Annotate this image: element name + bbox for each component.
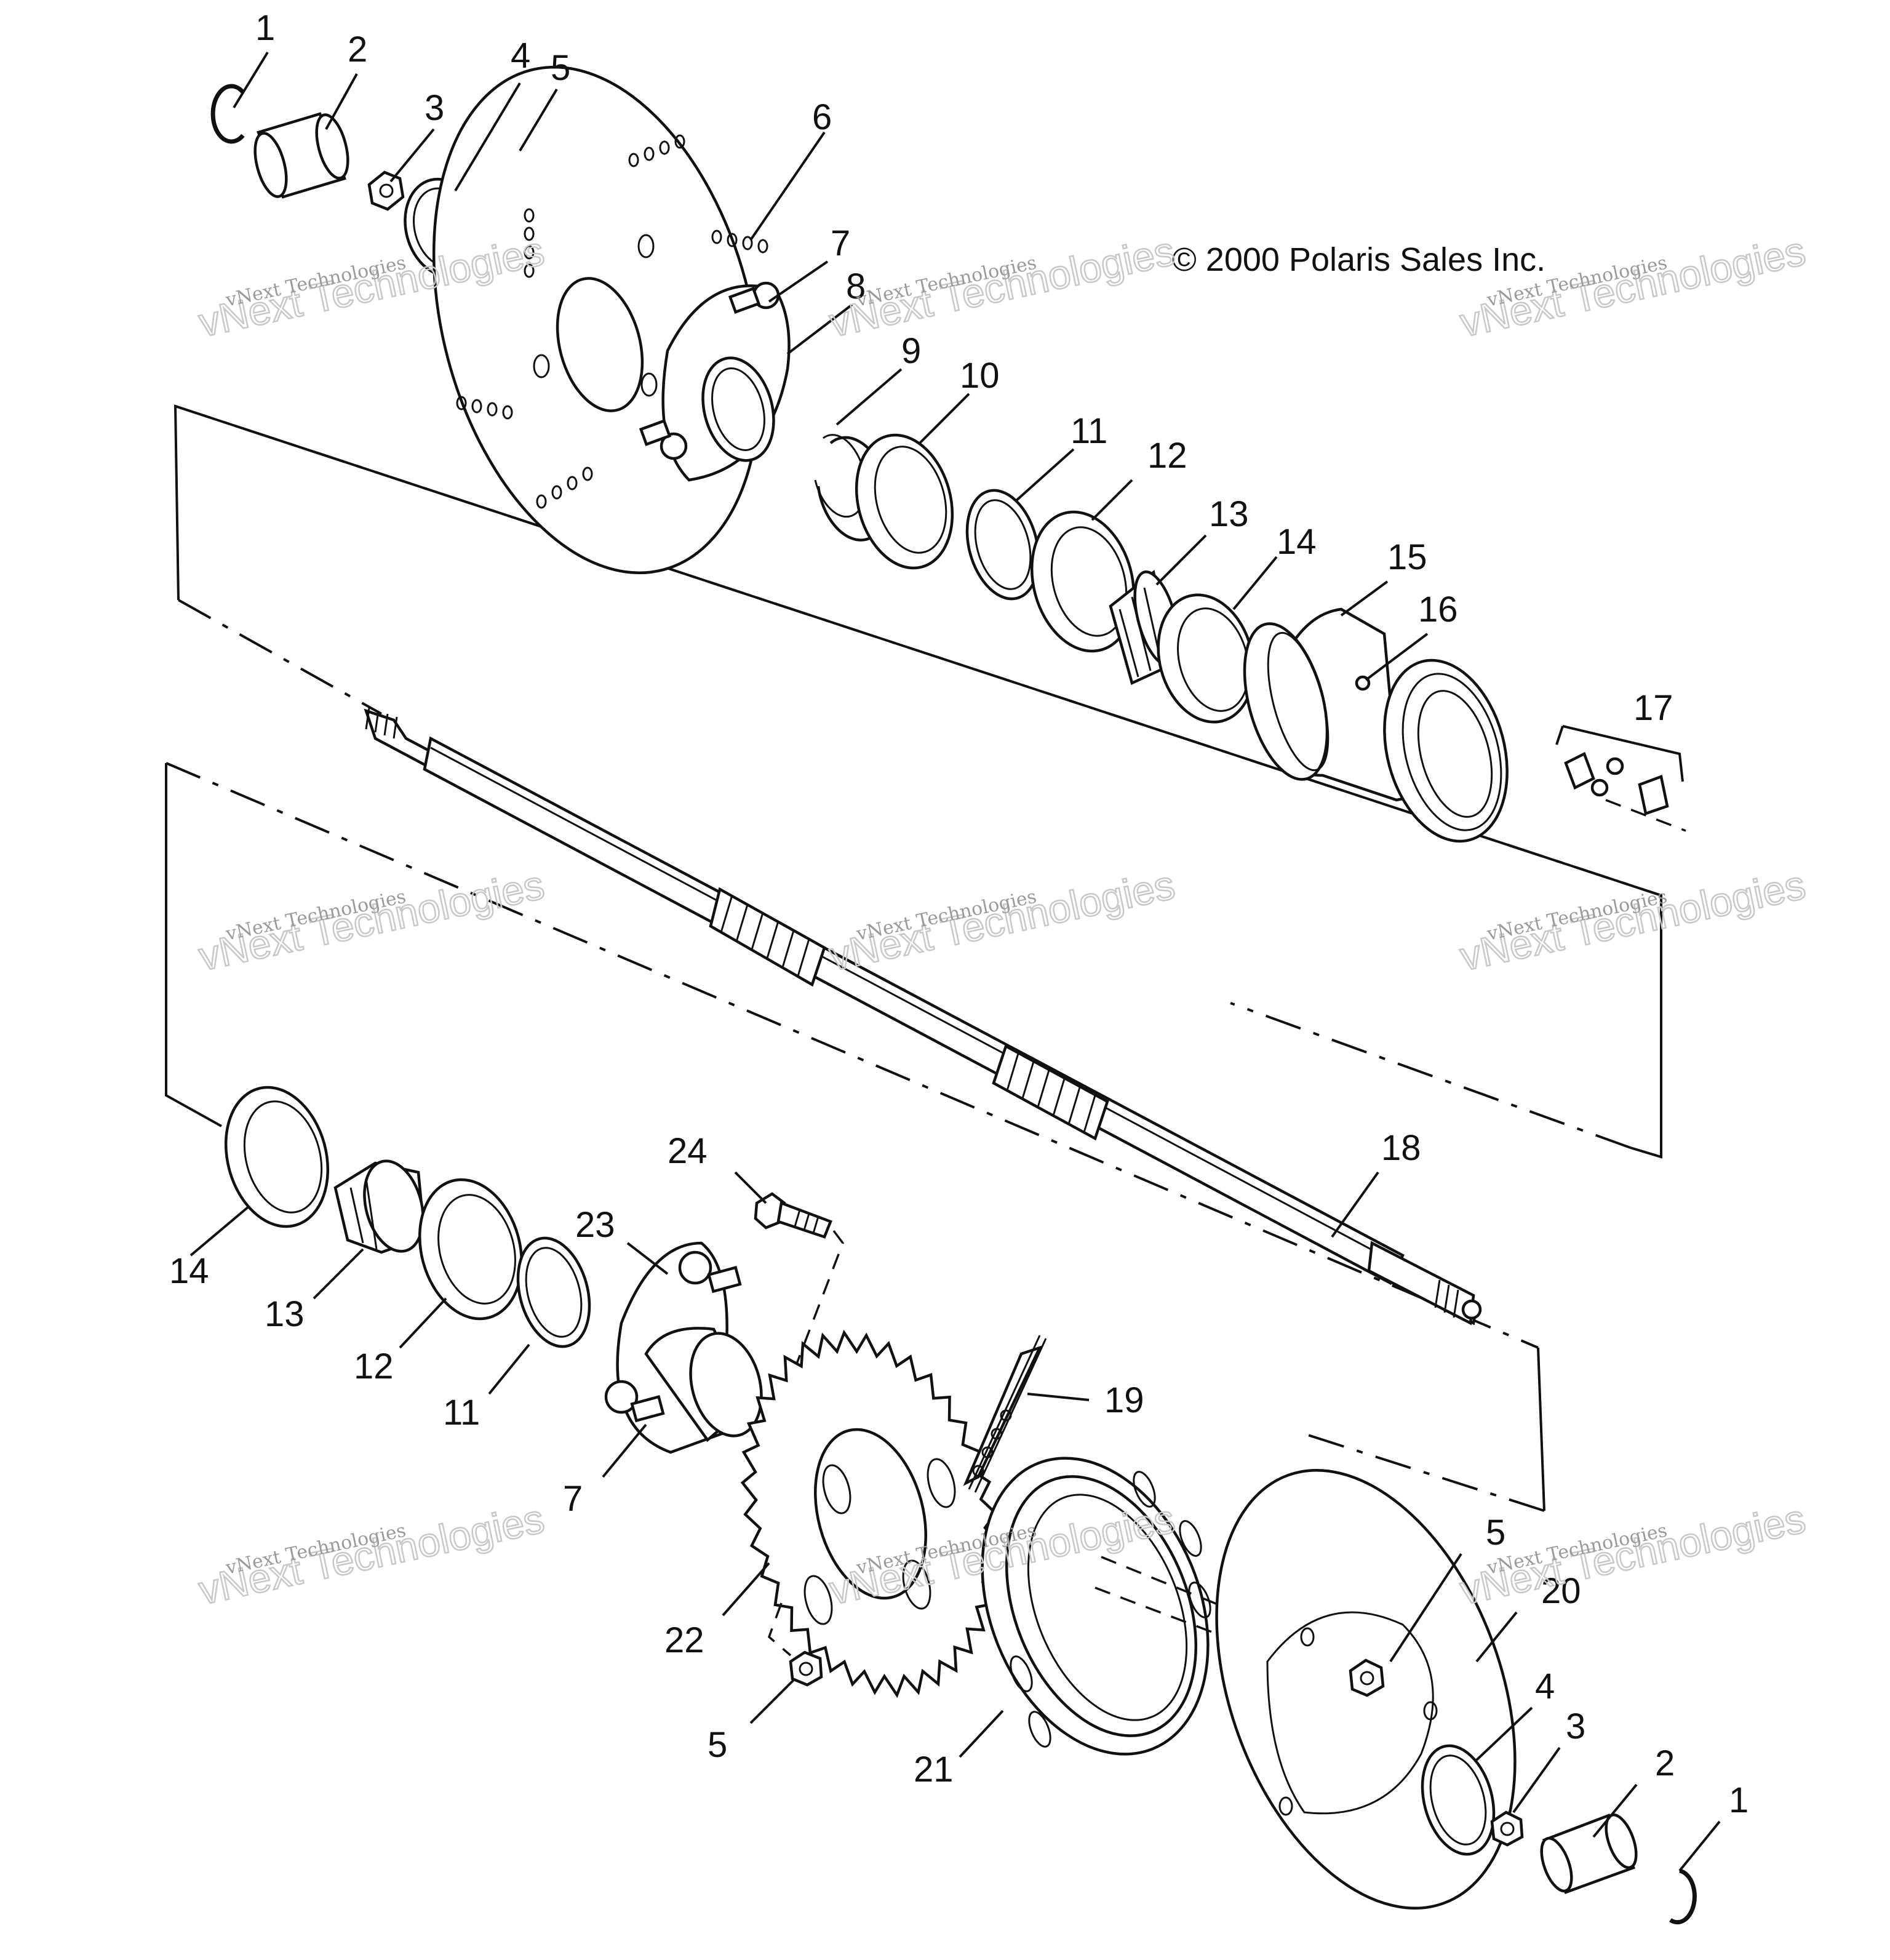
watermark-2: vNext Technologies vNext Technologies: [824, 227, 1179, 346]
callout-5c: 5: [1486, 1513, 1505, 1553]
callout-11: 11: [1071, 411, 1107, 451]
leader-lines: [189, 51, 1721, 1872]
watermark-7: vNext Technologies vNext Technologies: [194, 1495, 549, 1614]
callout-7: 7: [831, 223, 850, 263]
callout-4: 4: [511, 36, 530, 76]
seal-10: [855, 433, 954, 570]
callout-15: 15: [1387, 537, 1427, 577]
callout-24: 24: [668, 1131, 708, 1171]
watermark-9: vNext Technologies vNext Technologies: [1455, 1495, 1810, 1614]
callout-14: 14: [1277, 522, 1317, 562]
callout-3: 3: [425, 88, 444, 128]
assembly-outline-upper: [173, 404, 1662, 1159]
axle-18: [364, 707, 1482, 1326]
housing-15: [1243, 607, 1509, 843]
callout-3b: 3: [1566, 1706, 1585, 1746]
assembly-outline-lower: [165, 762, 1545, 1512]
callout-4b: 4: [1535, 1666, 1555, 1706]
hardware-17: [1555, 725, 1686, 832]
callout-7b: 7: [563, 1479, 583, 1519]
washer-11-top: [965, 489, 1040, 601]
snap-ring-1-bottom: [1669, 1868, 1697, 1925]
callout-10: 10: [960, 356, 1000, 396]
callout-2: 2: [348, 30, 367, 70]
race-12-bottom: [418, 1178, 524, 1321]
callout-2b: 2: [1655, 1743, 1675, 1783]
nut-5-bottom-right: [1349, 1658, 1385, 1697]
race-14-bottom: [224, 1086, 330, 1228]
bushing-2-bottom: [1540, 1813, 1638, 1894]
callout-1b: 1: [1729, 1780, 1748, 1820]
race-12-top: [1030, 510, 1136, 653]
copyright-text: © 2000 Polaris Sales Inc.: [1172, 241, 1545, 278]
callout-12b: 12: [354, 1346, 394, 1386]
nut-3-bottom: [1490, 1810, 1524, 1847]
bushing-2-top: [253, 112, 349, 199]
hub-23: [604, 1241, 763, 1454]
bearing-13-bottom: [333, 1159, 426, 1254]
callout-5b: 5: [708, 1725, 727, 1765]
washer-4-bottom: [1421, 1744, 1496, 1856]
bolt-24: [754, 1192, 844, 1388]
callout-11b: 11: [443, 1393, 480, 1433]
carrier-21: [981, 1457, 1274, 1756]
chain-19: [963, 1335, 1047, 1493]
callout-22: 22: [664, 1620, 704, 1660]
callout-19: 19: [1104, 1380, 1144, 1420]
callout-8: 8: [846, 266, 866, 306]
callout-1: 1: [255, 8, 275, 48]
nut-3-top: [367, 170, 405, 211]
callout-12: 12: [1147, 436, 1187, 476]
callout-21: 21: [914, 1750, 954, 1790]
hub-8-top: [639, 281, 791, 482]
callout-13: 13: [1209, 494, 1249, 534]
watermark-5: vNext Technologies vNext Technologies: [824, 861, 1179, 980]
callout-6: 6: [812, 97, 832, 137]
washer-11-bottom: [516, 1236, 591, 1348]
callout-18: 18: [1381, 1128, 1421, 1168]
callout-13b: 13: [265, 1294, 305, 1334]
watermark-6: vNext Technologies vNext Technologies: [1455, 861, 1810, 980]
callout-5: 5: [551, 48, 570, 88]
watermark-4: vNext Technologies vNext Technologies: [194, 861, 549, 980]
callout-9: 9: [901, 331, 921, 371]
snap-ring-1-top: [210, 84, 245, 144]
nut-5-bottom-left: [767, 1602, 823, 1687]
callout-20: 20: [1541, 1571, 1581, 1611]
callout-14b: 14: [169, 1251, 209, 1291]
callout-17: 17: [1633, 688, 1673, 728]
callout-23: 23: [575, 1205, 615, 1245]
callout-16: 16: [1418, 590, 1458, 630]
sprocket-22: [740, 1329, 1001, 1698]
callout-labels: 1 2 3 4 5 6 7 8 9 10 11 12 13 14 15 16 1…: [169, 8, 1748, 1820]
